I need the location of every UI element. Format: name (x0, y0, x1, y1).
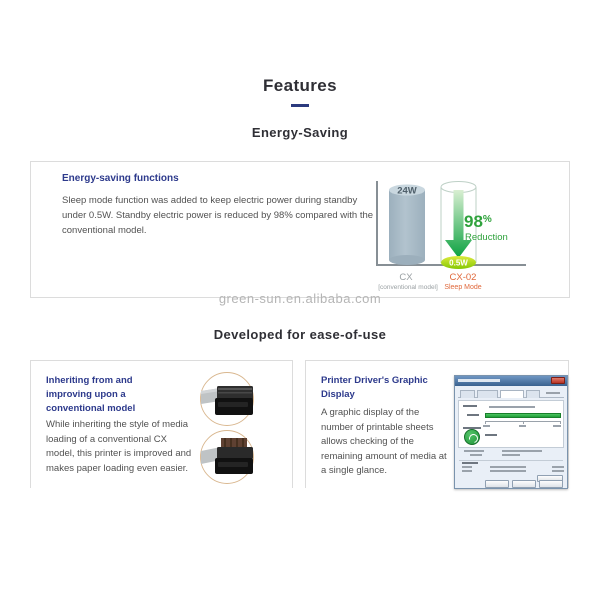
dialog-apply-button (539, 480, 563, 488)
bar-label-24w: 24W (397, 186, 417, 197)
ease-section-heading: Developed for ease-of-use (213, 327, 387, 342)
left-column-body: While inheriting the style of media load… (46, 419, 192, 474)
media-bar-scale (485, 421, 561, 424)
energy-panel-body: Sleep mode function was added to keep el… (62, 195, 374, 236)
bar-conventional-24w: 24W (389, 184, 425, 265)
dialog-ok-button (485, 480, 509, 488)
reduction-arrow-icon (445, 190, 472, 258)
dialog-titlebar (455, 376, 567, 386)
dialog-tab (460, 390, 475, 398)
feature-box-media-loading: Inheriting from and improving upon a con… (30, 360, 293, 488)
bar-sleepmode-0-5w: 0.5W (441, 256, 476, 269)
text-placeholder (519, 425, 526, 427)
dialog-tab-active (500, 390, 524, 398)
text-placeholder (546, 392, 560, 394)
svg-text:Reduction: Reduction (465, 232, 508, 243)
scale-tick (560, 422, 561, 424)
dialog-close-button (551, 377, 565, 384)
dialog-info-row (460, 470, 564, 476)
power-comparison-chart: 24W 0.5W 98% Reduction CX (376, 181, 526, 291)
printer-photos (200, 372, 254, 484)
text-placeholder (483, 425, 490, 427)
text-placeholder (470, 454, 482, 456)
right-column-body: A graphic display of the number of print… (321, 407, 447, 476)
text-placeholder (502, 454, 520, 456)
text-placeholder (462, 462, 478, 464)
page-title: Features (262, 76, 338, 95)
svg-text:CX-02: CX-02 (450, 272, 477, 283)
energy-panel-title: Energy-saving functions (62, 173, 179, 184)
bar-sleepmode-outline (440, 181, 477, 263)
category-label-sleepmode: CX-02 Sleep Mode (444, 272, 481, 291)
dialog-tab-bar (458, 389, 564, 398)
dialog-tab (477, 390, 498, 398)
dialog-info-row (460, 462, 564, 468)
category-label-conventional: CX [conventional model] (378, 272, 438, 291)
dialog-media-panel (458, 400, 564, 448)
text-placeholder (490, 466, 526, 468)
text-placeholder (552, 466, 564, 468)
svg-text:CX: CX (399, 272, 413, 283)
status-ok-icon (464, 429, 480, 445)
title-underline (291, 104, 309, 107)
printer-photo-bottom (200, 430, 254, 484)
scale-tick (485, 422, 486, 424)
remaining-media-bar (485, 413, 561, 418)
text-placeholder (467, 414, 479, 416)
dialog-separator (459, 460, 563, 461)
svg-text:Sleep Mode: Sleep Mode (444, 284, 481, 291)
feature-box-driver-display: Printer Driver's Graphic Display A graph… (305, 360, 569, 489)
text-placeholder (463, 427, 481, 429)
printer-photo-top (200, 372, 254, 426)
text-placeholder (464, 450, 484, 452)
text-placeholder (462, 466, 472, 468)
text-placeholder (485, 434, 497, 436)
energy-saving-panel: Energy-saving functions Sleep mode funct… (30, 161, 570, 298)
text-placeholder (463, 405, 477, 407)
text-placeholder (502, 450, 542, 452)
dialog-cancel-button (512, 480, 536, 488)
svg-text:98%: 98% (464, 212, 492, 231)
text-placeholder (552, 470, 564, 472)
reduction-annotation: 98% Reduction (464, 212, 508, 243)
text-placeholder (553, 425, 561, 427)
driver-dialog-screenshot (454, 375, 568, 489)
svg-text:[conventional model]: [conventional model] (378, 284, 438, 291)
energy-section-heading: Energy-Saving (251, 125, 349, 140)
scale-tick (523, 422, 524, 424)
watermark-text: green-sun.en.alibaba.com (218, 291, 382, 306)
dialog-tab (526, 390, 540, 398)
text-placeholder (489, 406, 535, 408)
dialog-info-row (460, 450, 562, 456)
right-column-title: Printer Driver's Graphic Display (321, 375, 428, 400)
text-placeholder (490, 470, 526, 472)
text-placeholder (462, 470, 472, 472)
dialog-title-placeholder (458, 379, 500, 382)
left-column-title: Inheriting from and improving upon a con… (46, 375, 136, 414)
bar-label-0-5w: 0.5W (449, 259, 468, 268)
